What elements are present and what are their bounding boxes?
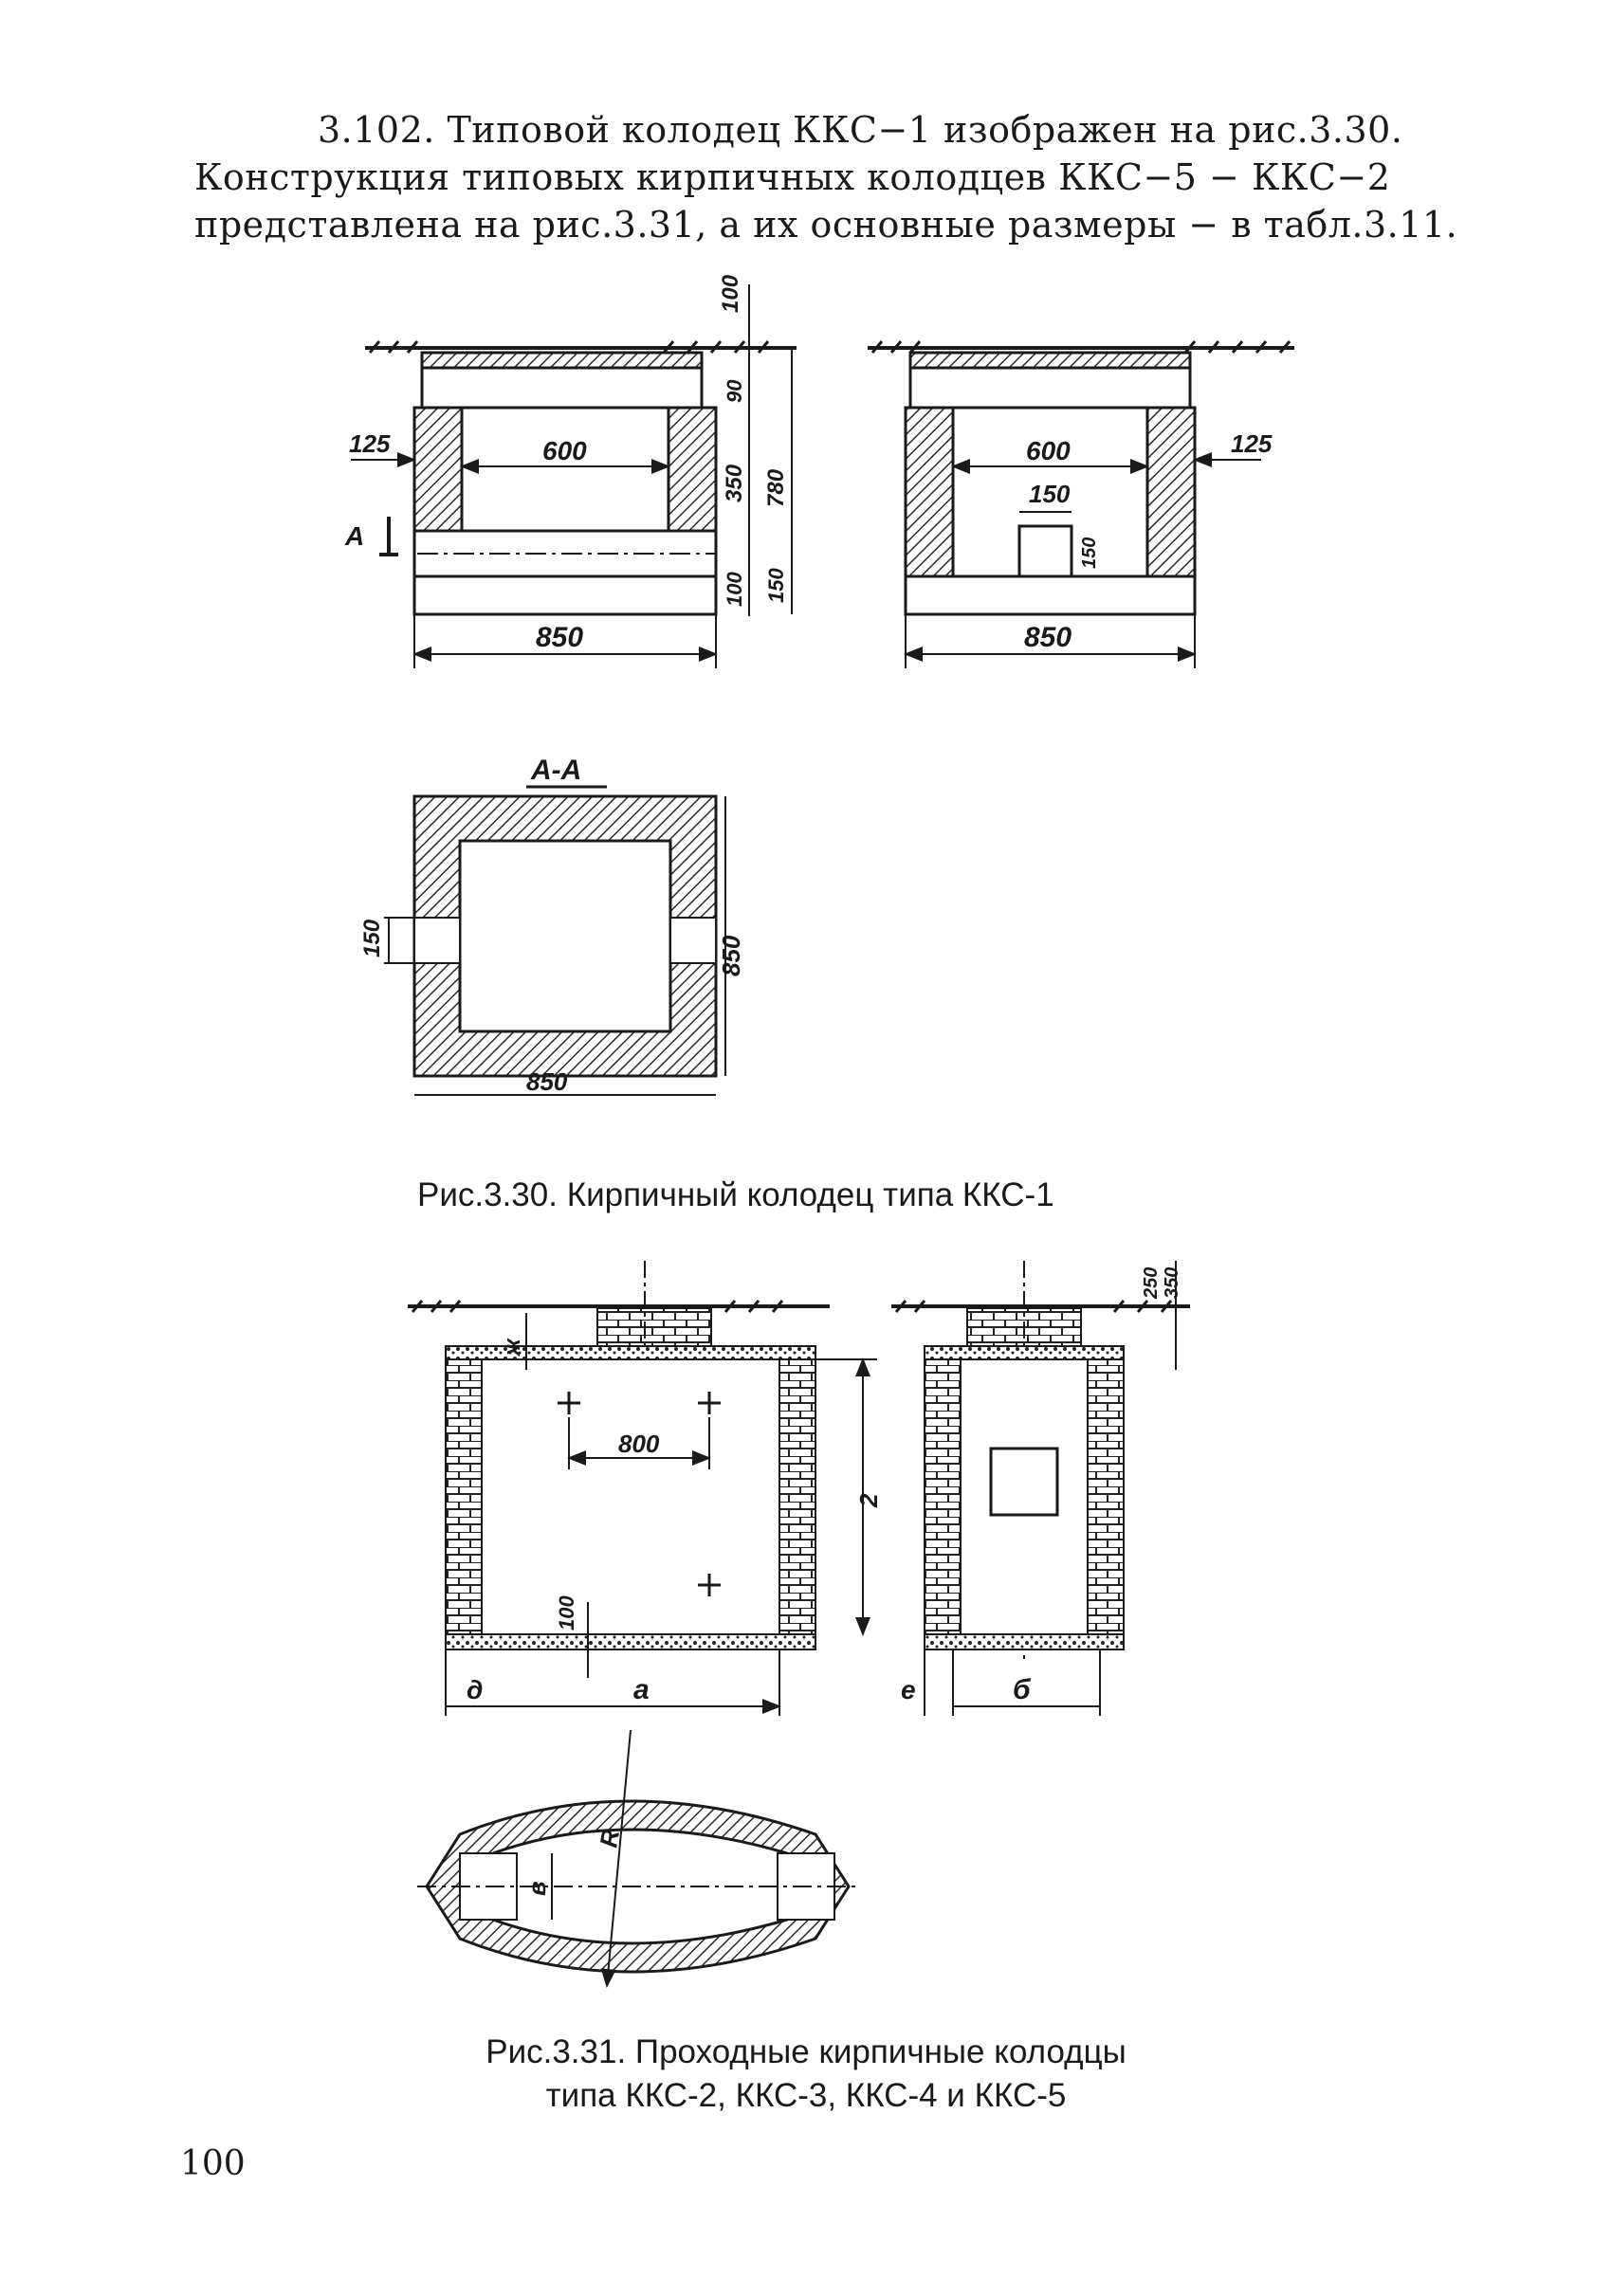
dim-125-left: 125 xyxy=(349,429,391,458)
dim-90: 90 xyxy=(723,379,746,403)
paragraph-line-3: представлена на рис.3.31, а их основные … xyxy=(194,204,1458,246)
fig331-plan: R в xyxy=(417,1729,858,1988)
plan-dim-v: в xyxy=(522,1881,551,1896)
fig330-right-elevation: 850 600 125 150 150 xyxy=(868,340,1294,668)
dim-a: а xyxy=(633,1674,650,1705)
dim-150-opening-w: 150 xyxy=(1029,480,1071,508)
dim-d: д xyxy=(467,1675,483,1704)
dim-850-left: 850 xyxy=(536,622,583,653)
paragraph-line-2: Конструкция типовых кирпичных колодцев К… xyxy=(194,156,1391,198)
intro-paragraph: 3.102. Типовой колодец ККС−1 изображен н… xyxy=(194,106,1458,248)
caption-3-31-line-2: типа ККС-2, ККС-3, ККС-4 и ККС-5 xyxy=(545,2077,1067,2114)
dim-b: б xyxy=(1013,1674,1032,1705)
section-mark-a: A xyxy=(344,521,364,551)
fig331-side-elevation: 250 350 е б xyxy=(891,1261,1190,1716)
plan-dim-850-v: 850 xyxy=(717,935,745,976)
dim-850-right: 850 xyxy=(1024,622,1072,653)
dim-100-top: 100 xyxy=(718,274,743,313)
dim-250: 250 xyxy=(1141,1267,1162,1300)
fig330-left-elevation: 850 600 125 100 90 350 780 150 100 A xyxy=(344,274,797,668)
dim-150-opening-h: 150 xyxy=(1079,538,1100,569)
plan-dim-850-h: 850 xyxy=(526,1067,568,1096)
dim-350-fig331: 350 xyxy=(1162,1267,1182,1299)
dim-600-right: 600 xyxy=(1026,436,1071,465)
dim-100-fig331: 100 xyxy=(555,1595,578,1631)
paragraph-line-1: 3.102. Типовой колодец ККС−1 изображен н… xyxy=(318,109,1403,151)
dim-two: 2 xyxy=(854,1493,883,1508)
plan-dim-150: 150 xyxy=(359,919,385,957)
caption-3-31-line-1: Рис.3.31. Проходные кирпичные колодцы xyxy=(485,2033,1127,2070)
dim-zh: ж xyxy=(500,1338,525,1358)
page-number: 100 xyxy=(180,2144,246,2183)
section-label-aa: А-А xyxy=(530,755,581,786)
figure-caption-3-30: Рис.3.30. Кирпичный колодец типа ККС-1 xyxy=(417,1176,1054,1213)
dim-800: 800 xyxy=(618,1430,660,1458)
dim-350: 350 xyxy=(722,464,747,502)
dim-100-bottom: 100 xyxy=(723,572,746,607)
dim-780: 780 xyxy=(763,468,789,507)
fig330-plan-section: А-А 150 850 850 xyxy=(359,755,745,1096)
plan-dim-r: R xyxy=(594,1827,625,1850)
dim-e: е xyxy=(901,1675,916,1704)
fig331-front-elevation: 800 ж 2 100 д а xyxy=(408,1261,883,1716)
dim-600-left: 600 xyxy=(542,436,587,465)
dim-150-right: 150 xyxy=(764,568,788,603)
figure-caption-3-31: Рис.3.31. Проходные кирпичные колодцы ти… xyxy=(417,2031,1195,2118)
dim-125-right: 125 xyxy=(1231,429,1273,458)
